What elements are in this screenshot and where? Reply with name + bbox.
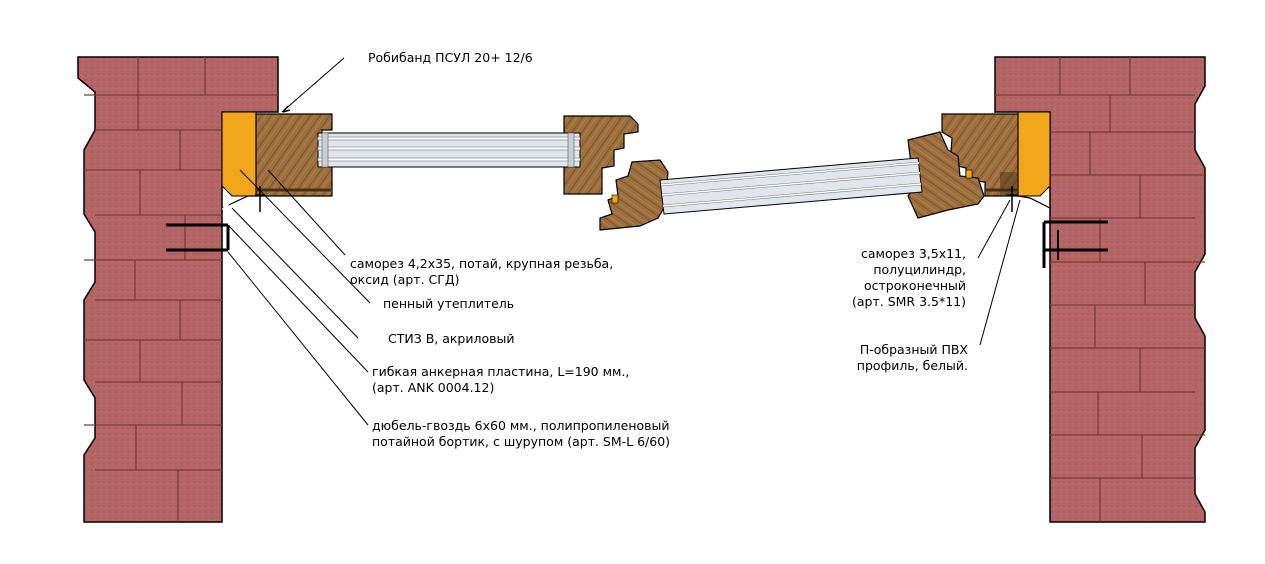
right-foam-insulation <box>1017 111 1051 197</box>
label-screw-right-line-1: саморез 3,5х11, <box>860 246 966 261</box>
label-screw-left-line-2: оксид (арт. СГД) <box>350 272 460 287</box>
right-glass-unit <box>659 157 923 215</box>
label-screw-right-line-2: полуцилиндр, <box>873 262 966 277</box>
label-robiband: Робибанд ПСУЛ 20+ 12/6 <box>368 50 533 65</box>
label-anchor-line-1: гибкая анкерная пластина, L=190 мм., <box>372 364 630 379</box>
label-dowel-line-1: дюбель-гвоздь 6х60 мм., полипропиленовый <box>372 418 670 433</box>
label-pvc-line-2: профиль, белый. <box>856 358 968 373</box>
right-window-frame <box>941 113 1019 197</box>
label-pvc-line-1: П-образный ПВХ <box>859 342 968 357</box>
leader-lines <box>227 57 1021 426</box>
label-stiz: СТИЗ В, акриловый <box>388 331 515 346</box>
right-window-sash <box>599 131 985 231</box>
label-screw-left-line-1: саморез 4,2х35, потай, крупная резьба, <box>350 256 614 271</box>
left-glass-unit <box>317 132 581 168</box>
label-foam: пенный утеплитель <box>383 296 515 311</box>
label-dowel-line-2: потайной бортик, с шурупом (арт. SM-L 6/… <box>372 434 671 449</box>
label-screw-left: саморез 4,2х35, потай, крупная резьба, о… <box>350 256 613 288</box>
label-anchor-plate: гибкая анкерная пластина, L=190 мм., (ар… <box>372 364 629 396</box>
label-pvc-profile: П-образный ПВХ профиль, белый. <box>820 342 968 374</box>
label-screw-right-line-3: остроконечный <box>864 278 966 293</box>
left-window-sash <box>317 115 639 195</box>
left-window-frame <box>255 113 333 197</box>
label-screw-right-line-4: (арт. SMR 3.5*11) <box>852 294 966 309</box>
left-foam-insulation <box>221 111 257 197</box>
stiz-acrylic-sealant <box>221 195 1051 211</box>
label-anchor-line-2: (арт. ANK 0004.12) <box>372 380 495 395</box>
right-brick-wall <box>994 56 1206 523</box>
label-dowel: дюбель-гвоздь 6х60 мм., полипропиленовый… <box>372 418 670 450</box>
anchor-plates <box>166 220 1108 268</box>
label-screw-right: саморез 3,5х11, полуцилиндр, остроконечн… <box>830 246 966 310</box>
